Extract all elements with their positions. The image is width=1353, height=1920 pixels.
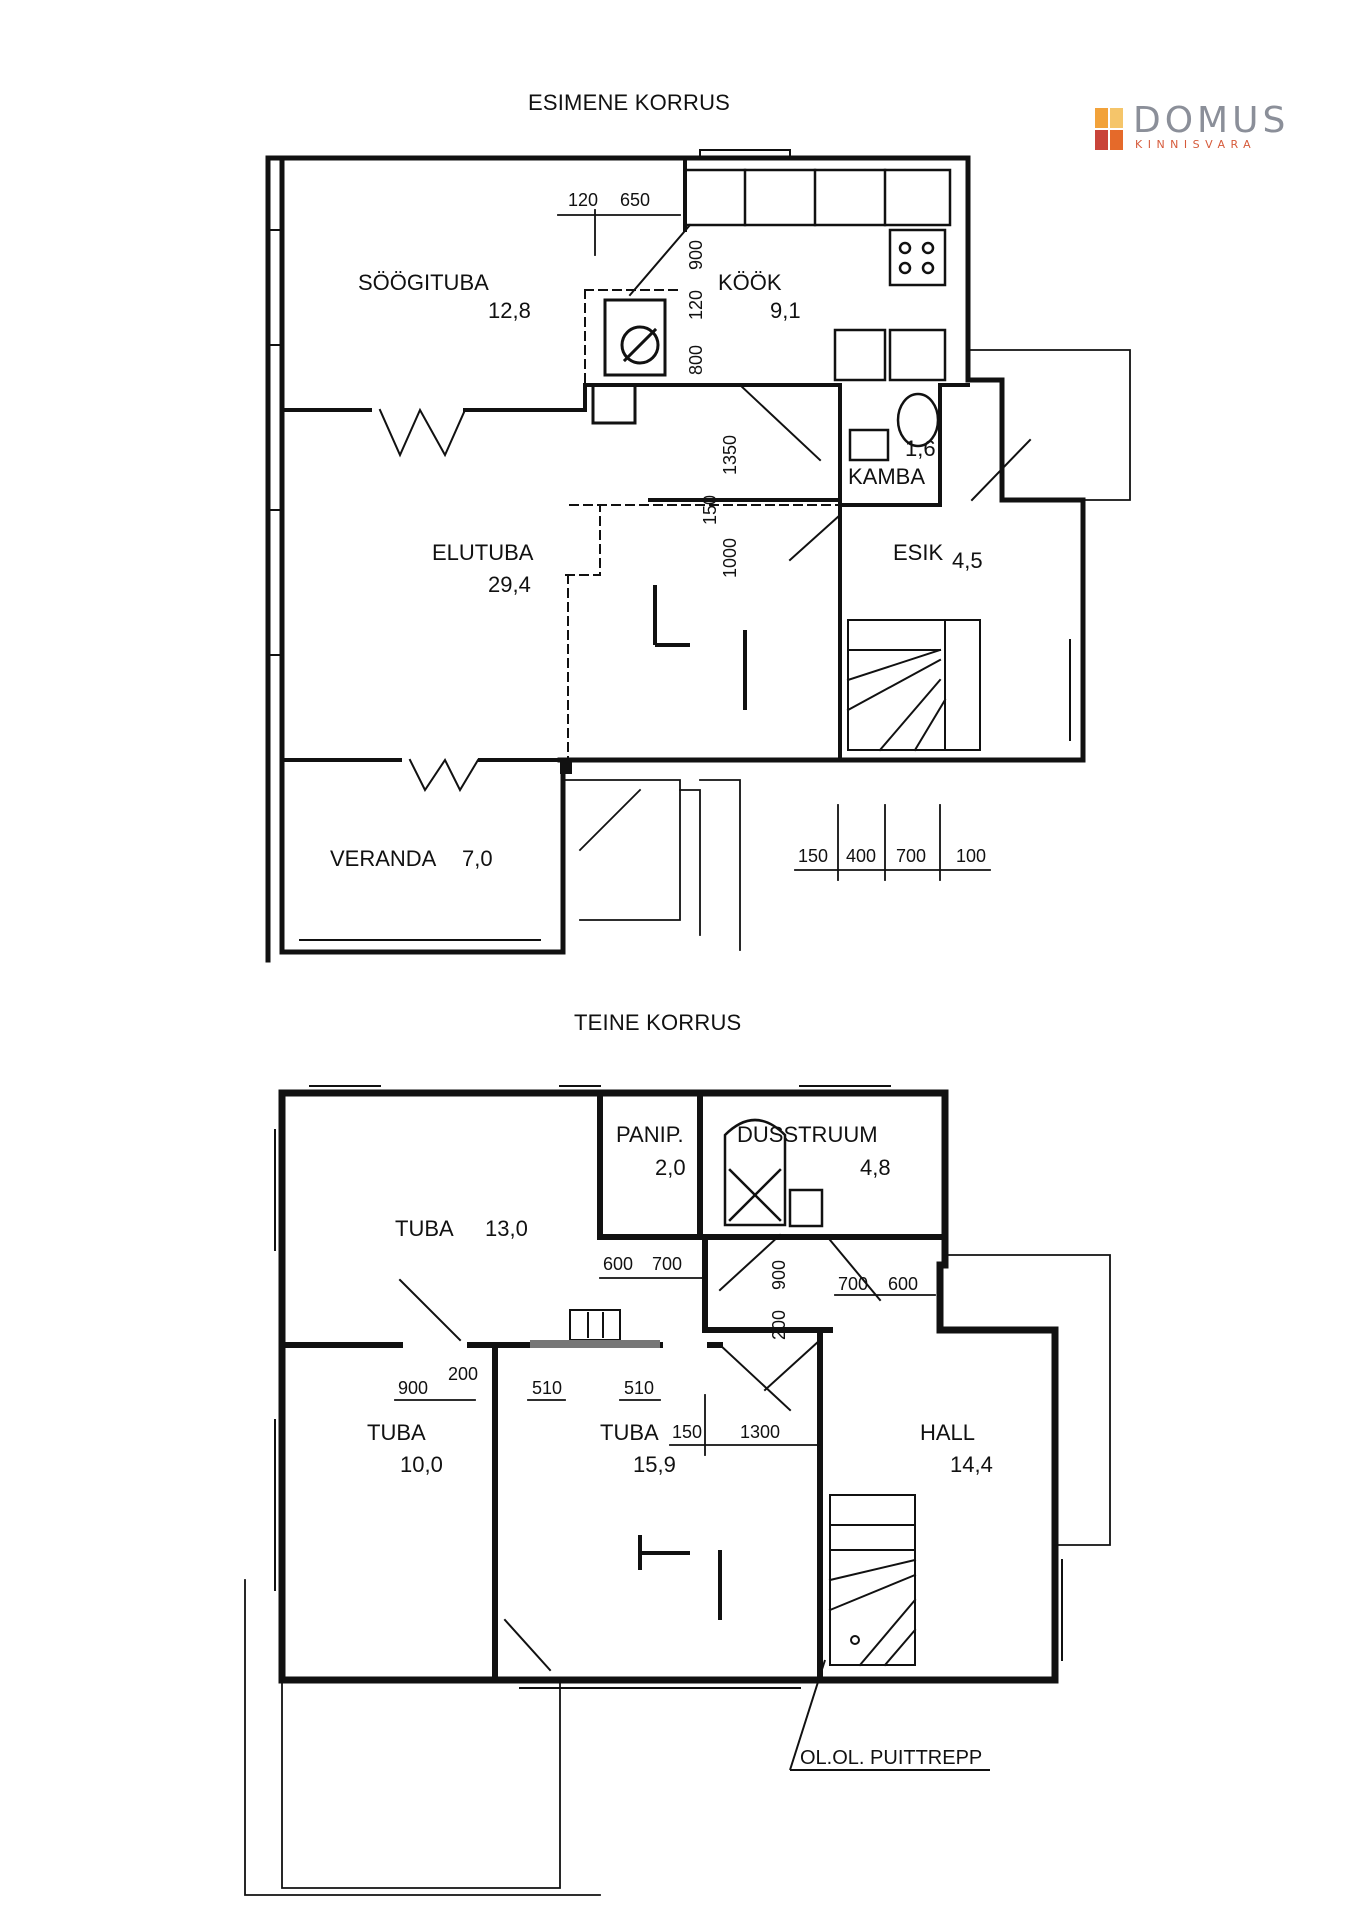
panip-area: 2,0	[655, 1155, 686, 1180]
dim2-900b: 900	[398, 1378, 428, 1398]
dim2-200b: 200	[448, 1364, 478, 1384]
first-floor-dashed-lines	[559, 289, 841, 761]
shower-icon	[723, 1118, 824, 1228]
dusstruum-name: DUSSTRUUM	[737, 1122, 878, 1147]
dusstruum-area: 4,8	[860, 1155, 891, 1180]
veranda-name: VERANDA	[330, 846, 437, 871]
dim2-510: 510	[532, 1378, 562, 1398]
first-floor-plan: SÖÖGITUBA 12,8 KÖÖK 9,1 1,6 KAMBA ELUTUB…	[265, 149, 1131, 963]
first-floor-doors	[378, 223, 1032, 793]
kamba-area: 1,6	[905, 436, 936, 461]
domus-logo: DOMUS KINNISVARA	[1095, 100, 1305, 156]
first-floor-dim-lines	[557, 209, 991, 881]
second-floor-staircase	[828, 1494, 917, 1667]
first-floor-interior-walls	[280, 156, 970, 762]
soogituba-name: SÖÖGITUBA	[358, 270, 489, 295]
closet-icon	[530, 1309, 660, 1348]
dim-150: 150	[700, 495, 720, 525]
first-floor-exterior	[562, 349, 1131, 951]
dim2-1300: 1300	[740, 1422, 780, 1442]
tuba-a-area: 13,0	[485, 1216, 528, 1241]
dim-120: 120	[568, 190, 598, 210]
second-floor-columns	[638, 1535, 722, 1620]
dim2-150: 150	[672, 1422, 702, 1442]
dim-1350: 1350	[720, 435, 740, 475]
panip-name: PANIP.	[616, 1122, 684, 1147]
second-floor-exterior	[244, 1254, 1111, 1896]
wc-fixtures	[848, 392, 940, 462]
kook-area: 9,1	[770, 298, 801, 323]
stair-note: OL.OL. PUITTREPP	[789, 1659, 990, 1771]
dim-100: 100	[956, 846, 986, 866]
dim-1000: 1000	[720, 538, 740, 578]
kitchen-counter	[683, 168, 952, 382]
dim2-900: 900	[769, 1260, 789, 1290]
tuba-b-area: 10,0	[400, 1452, 443, 1477]
second-floor-doors	[398, 1233, 882, 1672]
second-floor-title: TEINE KORRUS	[574, 1010, 742, 1035]
first-floor-outer-walls	[265, 155, 1086, 963]
kamba-name: KAMBA	[848, 464, 925, 489]
tuba-b-name: TUBA	[367, 1420, 426, 1445]
fireplace-icon	[591, 298, 667, 425]
tuba-c-name: TUBA	[600, 1420, 659, 1445]
dim-150b: 150	[798, 846, 828, 866]
dim-800: 800	[686, 345, 706, 375]
second-floor-windows	[274, 1085, 1063, 1689]
elutuba-name: ELUTUBA	[432, 540, 534, 565]
hall-area: 14,4	[950, 1452, 993, 1477]
dim2-600: 600	[603, 1254, 633, 1274]
dim-400: 400	[846, 846, 876, 866]
first-floor-title: ESIMENE KORRUS	[528, 90, 731, 115]
tuba-c-area: 15,9	[633, 1452, 676, 1477]
dim-120b: 120	[686, 290, 706, 320]
kook-name: KÖÖK	[718, 270, 782, 295]
dim-700: 700	[896, 846, 926, 866]
logo-mark-icon	[1095, 108, 1125, 152]
second-floor-dim-lines	[394, 1277, 936, 1456]
stair-note-text: OL.OL. PUITTREPP	[800, 1747, 982, 1769]
logo-name: DOMUS	[1133, 100, 1290, 141]
first-floor-windows	[267, 149, 1071, 941]
dim-650: 650	[620, 190, 650, 210]
logo-sub: KINNISVARA	[1135, 138, 1257, 151]
esik-area: 4,5	[952, 548, 983, 573]
dim2-700b: 700	[838, 1274, 868, 1294]
second-floor-plan: PANIP. 2,0 DUSSTRUUM 4,8 TUBA 13,0 TUBA …	[244, 1085, 1111, 1896]
first-floor-staircase	[846, 619, 981, 752]
esik-name: ESIK	[893, 540, 943, 565]
dim2-200: 200	[769, 1310, 789, 1340]
dim2-600b: 600	[888, 1274, 918, 1294]
hall-name: HALL	[920, 1420, 975, 1445]
second-floor-interior-walls	[279, 1090, 948, 1683]
veranda-area: 7,0	[462, 846, 493, 871]
dim2-510b: 510	[624, 1378, 654, 1398]
dim-900: 900	[686, 240, 706, 270]
tuba-a-name: TUBA	[395, 1216, 454, 1241]
soogituba-area: 12,8	[488, 298, 531, 323]
first-floor-columns	[560, 585, 747, 774]
elutuba-area: 29,4	[488, 572, 531, 597]
dim2-700: 700	[652, 1254, 682, 1274]
